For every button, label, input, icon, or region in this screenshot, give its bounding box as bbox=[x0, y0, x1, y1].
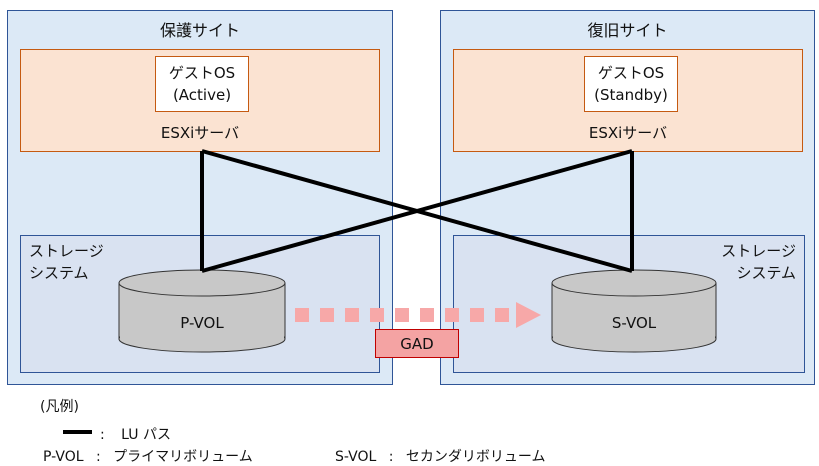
recovery-guest-os: ゲストOS (Standby) bbox=[584, 56, 678, 112]
legend-pvol: P-VOL : プライマリボリューム bbox=[43, 446, 253, 466]
recovery-storage-label-line1: ストレージ bbox=[721, 242, 796, 260]
recovery-site-title: 復旧サイト bbox=[587, 21, 668, 40]
legend-svol-desc: セカンダリボリューム bbox=[405, 449, 546, 465]
recovery-server-label: ESXiサーバ bbox=[588, 124, 668, 142]
recovery-storage-label-line2: システム bbox=[736, 264, 796, 282]
legend-lu-path: : LU パス bbox=[100, 424, 171, 444]
legend-lu-path-text: LU パス bbox=[121, 427, 171, 443]
svol-cylinder bbox=[551, 269, 717, 353]
legend-title: (凡例) bbox=[40, 399, 79, 415]
protect-storage-label-line1: ストレージ bbox=[29, 242, 104, 260]
protect-guest-os-name: ゲストOS bbox=[168, 64, 236, 82]
legend-pvol-sep: : bbox=[95, 449, 101, 465]
legend-svol-sep: : bbox=[388, 449, 394, 465]
recovery-site: 復旧サイト ゲストOS (Standby) ESXiサーバ ストレージ システム bbox=[440, 10, 815, 385]
recovery-guest-os-name: ゲストOS bbox=[597, 64, 665, 82]
legend-pvol-desc: プライマリボリューム bbox=[113, 449, 253, 465]
pvol-cylinder bbox=[118, 269, 286, 353]
lu-paths bbox=[200, 149, 634, 273]
replication-arrow bbox=[295, 302, 541, 328]
protect-server-label: ESXiサーバ bbox=[160, 124, 240, 142]
svol-label: S-VOL bbox=[611, 314, 657, 332]
lu-path-cross-2 bbox=[201, 149, 633, 273]
protect-guest-os: ゲストOS (Active) bbox=[155, 56, 249, 112]
recovery-storage-label: ストレージ システム bbox=[721, 240, 796, 284]
gad-label: GAD bbox=[375, 329, 459, 358]
legend-svol-key: S-VOL bbox=[335, 449, 377, 465]
protect-storage-label-line2: システム bbox=[29, 264, 89, 282]
legend-pvol-key: P-VOL bbox=[43, 449, 84, 465]
pvol-label: P-VOL bbox=[180, 314, 224, 332]
legend-svol: S-VOL : セカンダリボリューム bbox=[335, 446, 546, 466]
recovery-guest-os-state: (Standby) bbox=[594, 86, 668, 104]
legend-lu-path-sep: : bbox=[100, 427, 105, 443]
protect-guest-os-state: (Active) bbox=[172, 86, 232, 104]
protect-storage-label: ストレージ システム bbox=[29, 240, 104, 284]
recovery-esxi-server: ゲストOS (Standby) ESXiサーバ bbox=[453, 49, 803, 152]
protect-site-title: 保護サイト bbox=[159, 21, 240, 40]
protect-esxi-server: ゲストOS (Active) ESXiサーバ bbox=[20, 49, 380, 152]
